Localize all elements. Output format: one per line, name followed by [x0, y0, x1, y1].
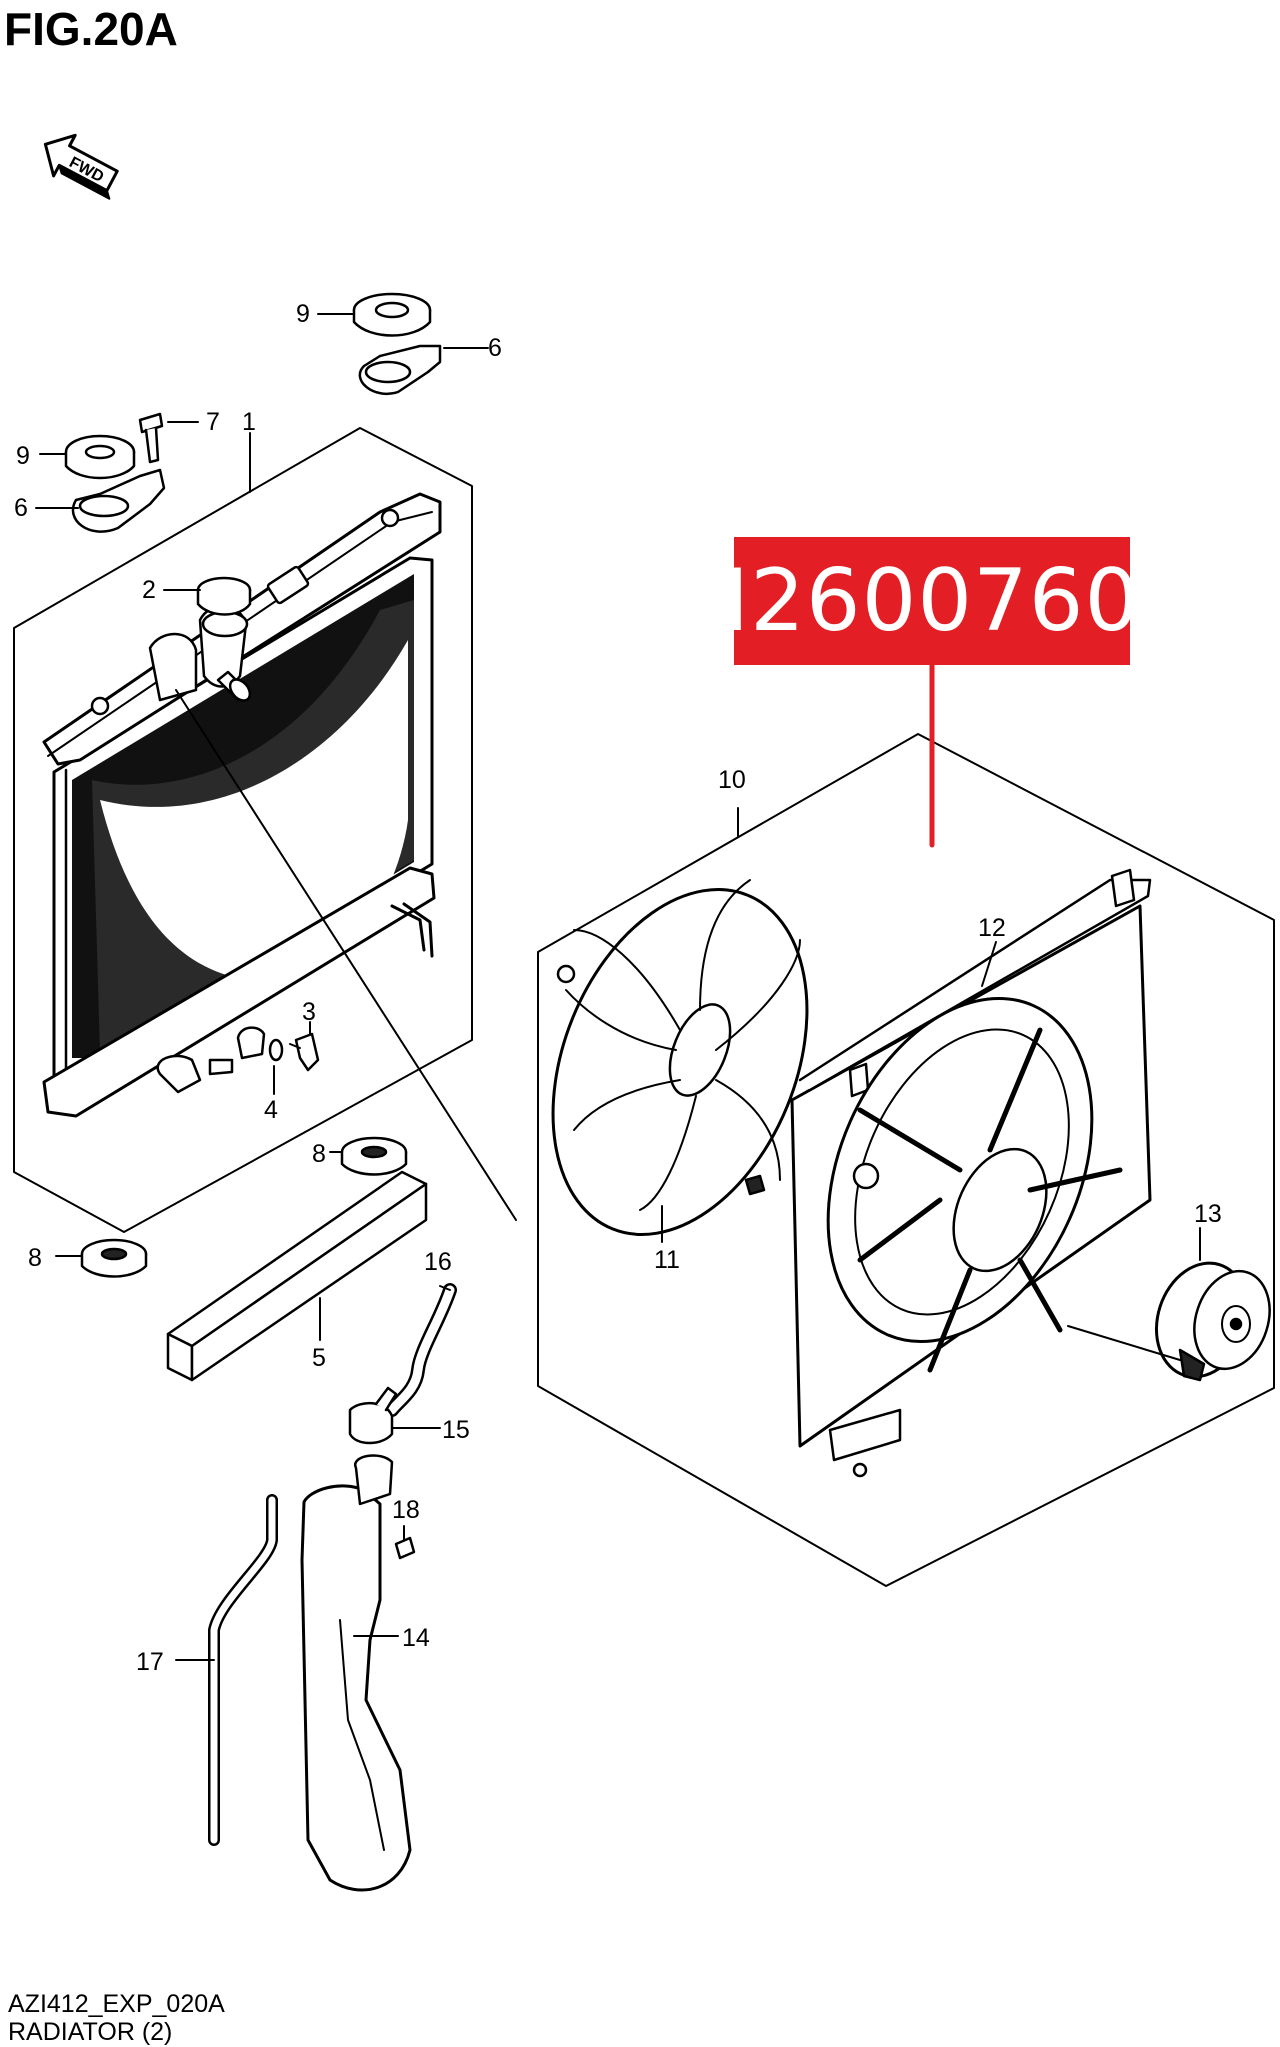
callout-7: 7 — [206, 408, 220, 436]
callout-8-lower: 8 — [28, 1244, 42, 1272]
reservoir-bolt — [394, 1536, 416, 1560]
callout-13: 13 — [1194, 1200, 1222, 1228]
cushion-upper — [340, 1136, 408, 1176]
callout-1: 1 — [242, 408, 256, 436]
figure-title: FIG.20A — [4, 3, 178, 55]
callout-8-upper: 8 — [312, 1140, 326, 1168]
fan-shroud — [790, 868, 1152, 1478]
seal-strip — [166, 1170, 428, 1382]
bracket-left — [71, 468, 166, 533]
cushion-lower — [80, 1238, 148, 1278]
callout-9-upper: 9 — [296, 300, 310, 328]
radiator-core — [52, 556, 434, 1084]
radiator-top-tank — [42, 492, 442, 766]
fan-motor — [1154, 1261, 1271, 1382]
callout-6-upper: 6 — [488, 334, 502, 362]
fan-assembly-frame — [537, 733, 1275, 1587]
mount-bolt — [138, 412, 164, 464]
callout-9-left: 9 — [16, 442, 30, 470]
callout-10: 10 — [718, 766, 746, 794]
drain-plug-o-ring — [268, 1038, 284, 1062]
cooling-fan — [551, 879, 809, 1236]
shroud-screw — [744, 1174, 766, 1196]
reservoir-tank — [300, 1454, 412, 1892]
radiator-cap — [196, 576, 252, 616]
part-number-text: I2600760 — [723, 551, 1141, 651]
reservoir-cap — [348, 1386, 398, 1445]
overflow-tube — [208, 1494, 278, 1846]
callout-4: 4 — [264, 1096, 278, 1124]
fwd-arrow-icon: FWD — [43, 133, 119, 200]
callout-6-left: 6 — [14, 494, 28, 522]
grommet-upper — [352, 292, 432, 337]
figure-name: RADIATOR (2) — [8, 2018, 173, 2046]
callout-12: 12 — [978, 914, 1006, 942]
figure-code: AZI412_EXP_020A — [8, 1990, 225, 2018]
callout-16: 16 — [424, 1248, 452, 1276]
part-number-highlight — [734, 537, 1130, 665]
callout-15: 15 — [442, 1416, 470, 1444]
callout-17: 17 — [136, 1648, 164, 1676]
callout-18: 18 — [392, 1496, 420, 1524]
bracket-upper — [358, 344, 442, 395]
callout-2: 2 — [142, 576, 156, 604]
frame-nut — [556, 964, 576, 984]
callout-11: 11 — [654, 1246, 680, 1274]
grommet-left — [64, 434, 136, 480]
drain-plug — [289, 1032, 320, 1072]
radiator-frame — [13, 427, 473, 1233]
callout-5: 5 — [312, 1344, 326, 1372]
callout-3: 3 — [302, 998, 316, 1026]
radiator-bottom-tank — [42, 866, 436, 1118]
routing-line — [175, 689, 517, 1221]
callout-leaders — [35, 313, 1201, 1661]
callout-14: 14 — [402, 1624, 430, 1652]
